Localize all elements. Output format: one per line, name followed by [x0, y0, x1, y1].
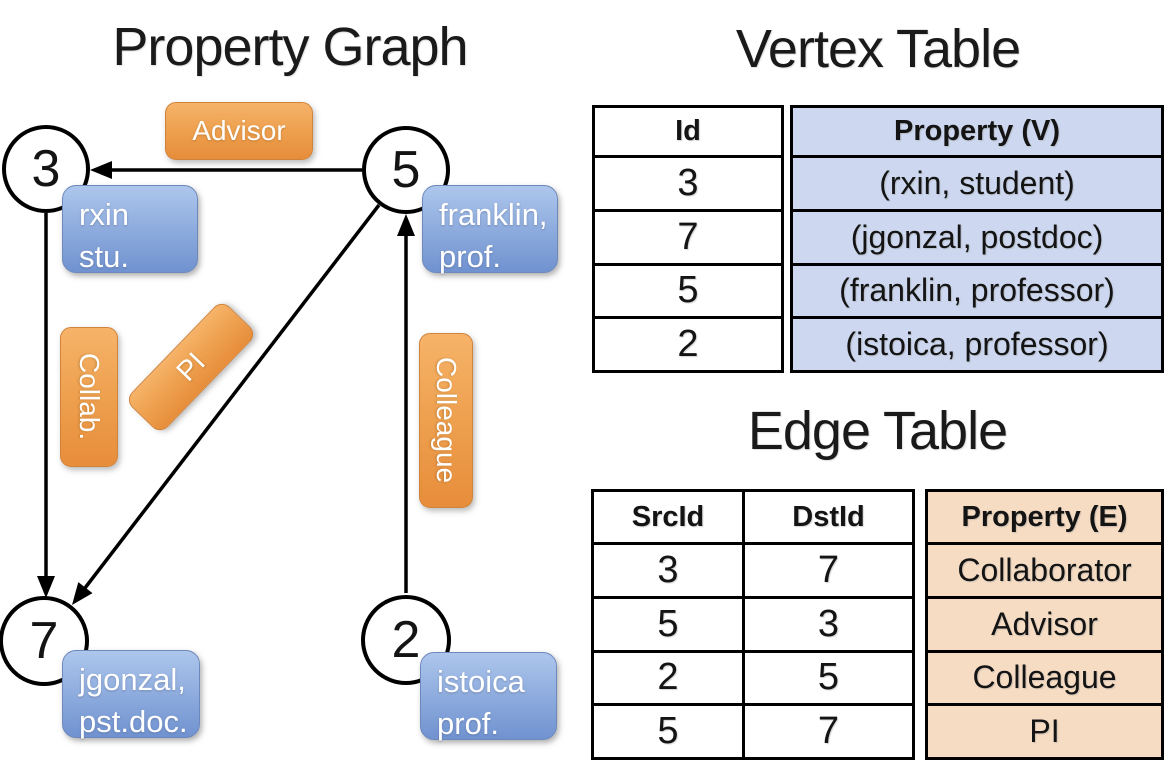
- arrowhead-pi: [72, 582, 93, 605]
- table-row: 3: [595, 155, 781, 209]
- table-row: Collaborator: [928, 542, 1161, 596]
- node-property-line: stu.: [79, 238, 129, 274]
- edge-label-text: Collab.: [74, 353, 105, 441]
- node-id-label: 3: [31, 140, 61, 198]
- vertex-table-property-column: Property (V) (rxin, student) (jgonzal, p…: [790, 105, 1164, 373]
- table-row: 5 7: [594, 703, 912, 757]
- arrowhead-colleague: [397, 214, 415, 236]
- edge-table-header-dstid: DstId: [742, 492, 912, 542]
- edge-table-id-columns: SrcId DstId 3 7 5 3 2 5 5 7: [591, 489, 915, 760]
- table-row: Colleague: [928, 649, 1161, 704]
- node-property-line: rxin: [79, 197, 129, 232]
- node-id-label: 2: [391, 611, 421, 669]
- node-property-box-7: jgonzal, pst.doc.: [62, 650, 200, 739]
- edge-line-pi: [83, 203, 381, 590]
- edge-label-colleague: Colleague: [419, 333, 473, 508]
- node-property-box-2: istoica prof.: [420, 652, 557, 741]
- table-row: 2: [595, 316, 781, 370]
- edge-label-text: PI: [170, 346, 211, 387]
- table-row: 3 7: [594, 542, 912, 596]
- edge-table-header-srcid: SrcId: [631, 500, 705, 533]
- node-property-box-3: rxin stu.: [62, 185, 198, 274]
- table-row: (istoica, professor): [793, 316, 1161, 370]
- arrowhead-advisor: [90, 161, 112, 179]
- table-row: 5: [595, 262, 781, 317]
- edge-label-advisor: Advisor: [165, 102, 313, 160]
- edge-label-text: Advisor: [192, 115, 286, 146]
- node-property-box-5: franklin, prof.: [422, 185, 558, 274]
- vertex-table-title: Vertex Table: [735, 19, 1021, 79]
- table-row: (franklin, professor): [793, 262, 1161, 317]
- edge-label-text: Colleague: [431, 357, 462, 484]
- edge-table-header-ids: SrcId DstId: [594, 492, 912, 542]
- node-property-line: prof.: [439, 238, 502, 274]
- table-row: (rxin, student): [793, 155, 1161, 209]
- arrowhead-collab: [37, 576, 55, 598]
- node-id-label: 7: [29, 612, 59, 670]
- node-id-label: 5: [391, 141, 421, 199]
- table-row: 7: [595, 208, 781, 263]
- vertex-table-header-property: Property (V): [894, 115, 1060, 147]
- node-property-line: prof.: [437, 705, 500, 741]
- node-property-line: istoica: [437, 664, 525, 699]
- edge-table-title: Edge Table: [747, 401, 1008, 461]
- table-row: Advisor: [928, 595, 1161, 650]
- table-row: (jgonzal, postdoc): [793, 208, 1161, 263]
- node-property-line: jgonzal,: [79, 662, 186, 697]
- vertex-table-id-column: Id 3 7 5 2: [592, 105, 784, 373]
- node-property-line: franklin,: [439, 197, 548, 232]
- table-row: 5 3: [594, 595, 912, 650]
- edge-label-collab: Collab.: [60, 327, 118, 467]
- table-row: 2 5: [594, 649, 912, 704]
- edge-table-header-property: Property (E): [961, 500, 1128, 533]
- node-property-line: pst.doc.: [79, 703, 188, 739]
- graph-edges-canvas: [37, 161, 415, 605]
- table-row: PI: [928, 703, 1161, 757]
- vertex-table-header-id: Id: [675, 115, 701, 147]
- edge-table-property-column: Property (E) Collaborator Advisor Collea…: [925, 489, 1164, 760]
- property-graph-title: Property Graph: [112, 17, 468, 77]
- node-circle-2: 2: [361, 595, 451, 685]
